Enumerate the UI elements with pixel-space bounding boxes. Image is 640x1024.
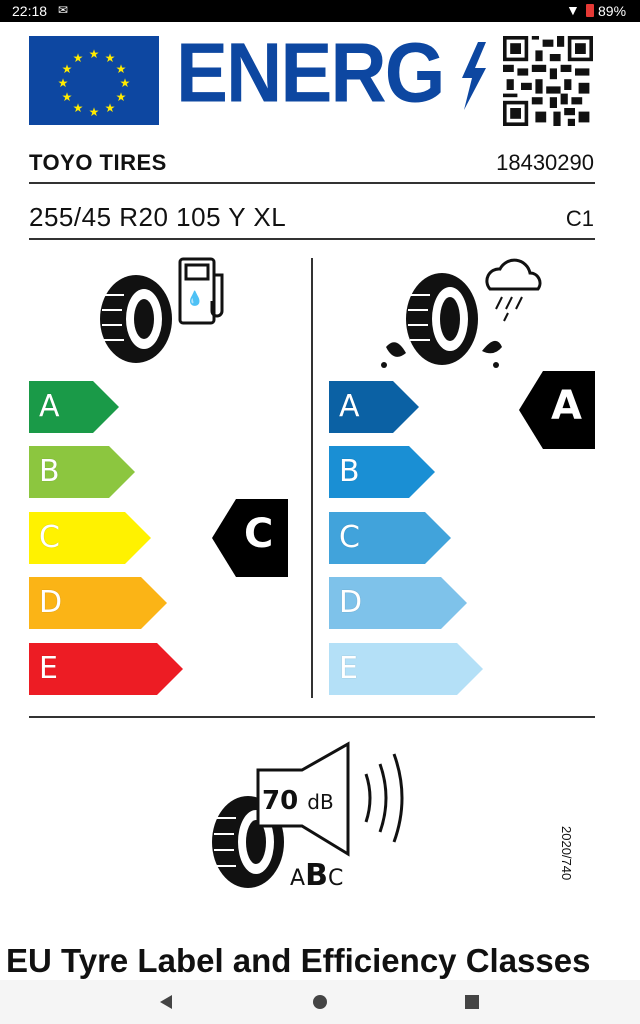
loudspeaker-icon bbox=[256, 741, 350, 857]
navigation-bar bbox=[0, 980, 640, 1024]
divider bbox=[29, 238, 595, 240]
mail-icon: ✉ bbox=[58, 3, 69, 17]
noise-value: 70 dB bbox=[262, 786, 334, 816]
vertical-divider bbox=[311, 258, 313, 698]
svg-text:★: ★ bbox=[105, 51, 116, 65]
fuel-efficiency-icon: 💧 bbox=[100, 257, 224, 363]
svg-text:★: ★ bbox=[120, 76, 131, 90]
divider bbox=[29, 182, 595, 184]
battery-percent: 89% bbox=[598, 3, 627, 19]
brand-name: TOYO TIRES bbox=[29, 150, 167, 175]
fuel-grade-label: B bbox=[39, 454, 60, 489]
divider bbox=[29, 716, 595, 718]
svg-text:★: ★ bbox=[89, 47, 100, 61]
qr-code-icon bbox=[503, 36, 593, 126]
page-caption: EU Tyre Label and Efficiency Classes bbox=[6, 942, 591, 979]
product-code: 18430290 bbox=[496, 150, 594, 175]
wet-grade-a: A bbox=[329, 381, 419, 433]
tyre-icon bbox=[100, 275, 172, 363]
wet-grade-c: C bbox=[329, 512, 451, 564]
svg-text:★: ★ bbox=[105, 101, 116, 115]
fuel-grade-label: D bbox=[39, 585, 63, 620]
battery-icon bbox=[586, 4, 594, 17]
energy-title: ENERG bbox=[176, 24, 445, 120]
fuel-grade-a: A bbox=[29, 381, 119, 433]
noise-class: ABC bbox=[290, 858, 343, 893]
recents-button[interactable] bbox=[460, 990, 484, 1014]
wet-grade-label: C bbox=[339, 520, 360, 555]
eu-flag-icon: ★ ★ ★ ★ ★ ★ ★ ★ ★ ★ ★ ★ bbox=[29, 36, 159, 125]
wet-grip-icon bbox=[381, 258, 542, 368]
fuel-grade-d: D bbox=[29, 577, 167, 629]
tyre-icon bbox=[406, 273, 478, 365]
noise-class-c: C bbox=[327, 866, 344, 891]
wet-grade-e: E bbox=[329, 643, 483, 695]
wet-grade-label: B bbox=[339, 454, 360, 489]
svg-text:★: ★ bbox=[116, 62, 127, 76]
noise-db-value: 70 bbox=[262, 786, 299, 816]
fuel-pump-icon: 💧 bbox=[178, 257, 224, 325]
lightning-bolt-icon bbox=[462, 42, 486, 110]
fuel-grade-label: C bbox=[39, 520, 60, 555]
sound-waves-icon bbox=[364, 753, 404, 843]
svg-text:★: ★ bbox=[62, 62, 73, 76]
fuel-grade-label: A bbox=[39, 389, 60, 424]
tyre-class: C1 bbox=[565, 206, 594, 231]
svg-text:★: ★ bbox=[73, 101, 84, 115]
noise-unit: dB bbox=[307, 790, 334, 814]
fuel-grade-c: C bbox=[29, 512, 151, 564]
svg-text:★: ★ bbox=[58, 76, 69, 90]
wet-grade-d: D bbox=[329, 577, 467, 629]
fuel-rating-marker: C bbox=[212, 499, 288, 581]
fuel-grade-label: E bbox=[39, 651, 58, 686]
svg-text:★: ★ bbox=[73, 51, 84, 65]
noise-class-a: A bbox=[290, 866, 306, 891]
regulation-number: 2020/740 bbox=[559, 826, 574, 881]
wet-grade-label: A bbox=[339, 389, 360, 424]
wet-grade-label: E bbox=[339, 651, 358, 686]
wet-grade-label: D bbox=[339, 585, 363, 620]
noise-class-b: B bbox=[305, 858, 328, 893]
back-button[interactable] bbox=[154, 990, 178, 1014]
noise-icon bbox=[212, 741, 404, 888]
svg-text:★: ★ bbox=[89, 105, 100, 119]
home-button[interactable] bbox=[308, 990, 332, 1014]
status-bar: 22:18 ✉ ▼ 89% bbox=[0, 0, 640, 22]
fuel-rating-letter: C bbox=[244, 511, 274, 557]
water-splash-icon bbox=[381, 340, 502, 368]
fuel-grade-e: E bbox=[29, 643, 183, 695]
svg-text:💧: 💧 bbox=[186, 290, 203, 307]
rain-cloud-icon bbox=[485, 258, 542, 322]
wet-grade-b: B bbox=[329, 446, 435, 498]
wet-rating-letter: A bbox=[551, 383, 582, 429]
wet-rating-marker: A bbox=[519, 371, 595, 453]
svg-text:★: ★ bbox=[62, 90, 73, 104]
fuel-grade-b: B bbox=[29, 446, 135, 498]
wifi-icon: ▼ bbox=[566, 2, 580, 18]
status-time: 22:18 bbox=[12, 3, 48, 19]
tyre-size: 255/45 R20 105 Y XL bbox=[29, 202, 287, 232]
svg-text:★: ★ bbox=[116, 90, 127, 104]
